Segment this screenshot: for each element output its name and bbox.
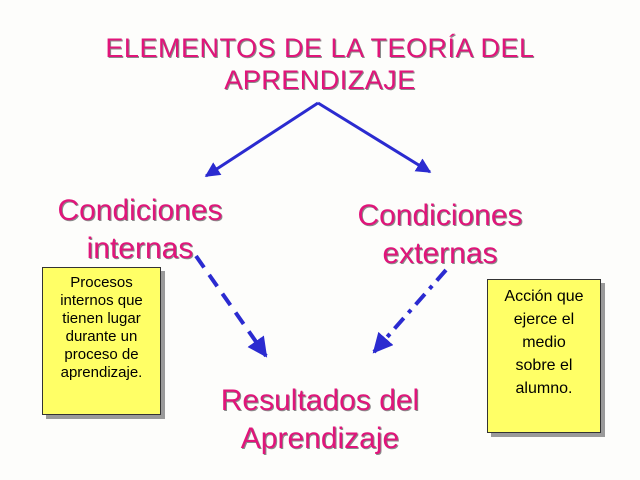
note-externas-line: medio <box>522 334 566 351</box>
arrow-title-to-externas <box>317 101 432 174</box>
note-externas-line: ejerce el <box>513 311 575 328</box>
note-internas-line: aprendizaje. <box>60 364 143 381</box>
note-internas-line: durante un <box>65 328 138 345</box>
note-internas-line: internos que <box>60 292 143 309</box>
node-resultados-aprendizaje: Resultados del Aprendizaje <box>200 382 440 458</box>
note-internas-line: proceso de <box>64 346 139 363</box>
arrow-title-to-internas <box>204 101 319 178</box>
node-externas-line-2: externas <box>382 237 498 270</box>
title-line-2: APRENDIZAJE <box>224 65 416 95</box>
note-internas: Procesos internos que tienen lugar duran… <box>42 267 161 415</box>
note-externas-line: alumno. <box>515 380 573 397</box>
node-condiciones-externas: Condiciones externas <box>340 197 540 273</box>
node-condiciones-internas: Condiciones internas <box>40 192 240 268</box>
node-resultados-line-2: Aprendizaje <box>240 422 400 455</box>
node-resultados-line-1: Resultados del <box>220 384 420 417</box>
arrow-internas-to-resultados <box>194 254 268 358</box>
note-externas-line: sobre el <box>515 357 573 374</box>
node-externas-line-1: Condiciones <box>357 199 523 232</box>
page-title: ELEMENTOS DE LA TEORÍA DEL APRENDIZAJE <box>40 32 600 96</box>
arrow-externas-to-resultados <box>372 268 448 354</box>
note-internas-line: tienen lugar <box>62 310 141 327</box>
note-externas: Acción que ejerce el medio sobre el alum… <box>487 279 601 433</box>
node-internas-line-1: Condiciones <box>57 194 223 227</box>
note-externas-line: Acción que <box>504 288 584 305</box>
note-internas-line: Procesos <box>70 274 133 291</box>
title-line-1: ELEMENTOS DE LA TEORÍA DEL <box>105 33 535 63</box>
node-internas-line-2: internas <box>86 232 194 265</box>
